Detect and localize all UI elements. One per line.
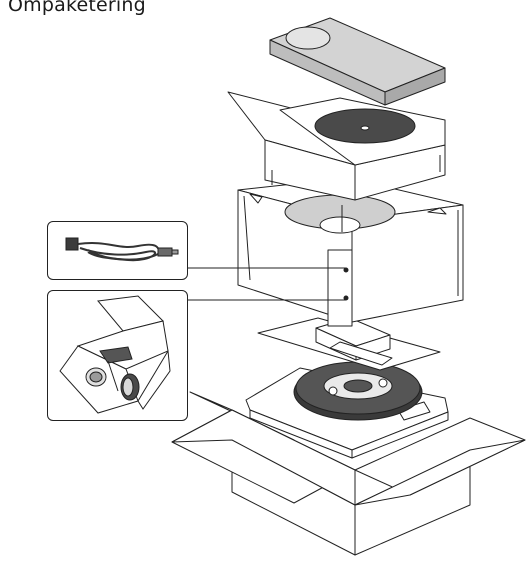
cable-inset: [47, 221, 188, 280]
inner-box: [238, 178, 463, 326]
accessories-box-icon: [48, 291, 187, 420]
foam-block: [316, 318, 392, 365]
upper-box: [228, 92, 445, 200]
platter: [294, 362, 422, 420]
accessories-inset: [47, 290, 188, 421]
power-cable-icon: [48, 222, 187, 279]
lid: [270, 18, 445, 105]
